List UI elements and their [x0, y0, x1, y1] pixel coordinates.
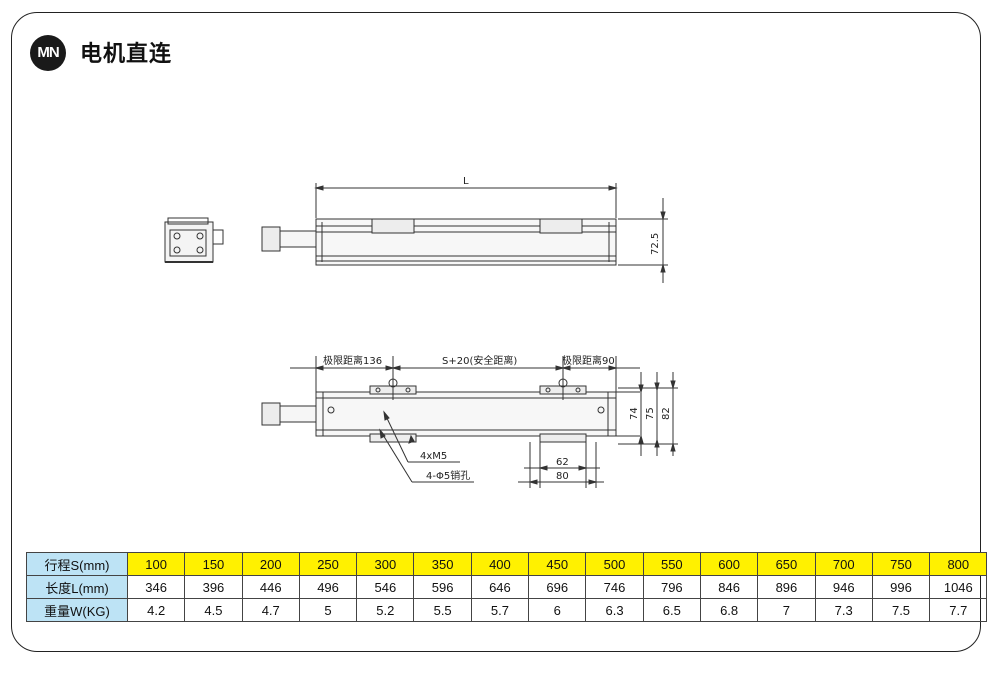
table-cell: 696	[528, 575, 587, 599]
table-cell: 446	[241, 575, 300, 599]
screw-callout-label: 4xM5	[420, 451, 447, 462]
table-row-weight: 重量W(KG) 4.2 4.5 4.7 5 5.2 5.5 5.7 6 6.3 …	[26, 598, 988, 622]
table-cell: 750	[871, 552, 931, 576]
table-cell: 746	[585, 575, 644, 599]
table-cell: 946	[814, 575, 873, 599]
table-cell: 596	[413, 575, 472, 599]
spec-table: 行程S(mm) 100 150 200 250 300 350 400 450 …	[26, 552, 988, 622]
dim-75-label: 75	[645, 407, 656, 420]
limit-left-label: 极限距离136	[323, 354, 382, 367]
table-cell: 896	[757, 575, 816, 599]
table-cell: 650	[757, 552, 816, 576]
table-cell: 500	[585, 552, 644, 576]
table-cell: 6.5	[642, 598, 701, 622]
table-cell: 7.3	[814, 598, 873, 622]
table-cell: 700	[814, 552, 873, 576]
row-header: 重量W(KG)	[26, 598, 128, 622]
table-cell: 5.2	[356, 598, 415, 622]
table-cell: 796	[642, 575, 701, 599]
table-cell: 800	[929, 552, 988, 576]
table-cell: 7.5	[871, 598, 931, 622]
dim-74-label: 74	[629, 407, 640, 420]
table-cell: 396	[184, 575, 243, 599]
table-cell: 5.5	[413, 598, 472, 622]
row-header: 长度L(mm)	[26, 575, 128, 599]
pin-hole-callout-label: 4-Φ5销孔	[426, 469, 470, 482]
table-cell: 200	[241, 552, 300, 576]
table-cell: 600	[699, 552, 759, 576]
table-cell: 996	[871, 575, 931, 599]
table-cell: 346	[126, 575, 186, 599]
dim-80-label: 80	[556, 471, 569, 482]
dim-82-label: 82	[661, 407, 672, 420]
table-cell: 5	[298, 598, 358, 622]
table-cell: 100	[126, 552, 186, 576]
table-cell: 496	[298, 575, 358, 599]
table-cell: 546	[356, 575, 415, 599]
table-cell: 4.5	[184, 598, 243, 622]
table-row-stroke: 行程S(mm) 100 150 200 250 300 350 400 450 …	[26, 552, 988, 576]
table-row-length: 长度L(mm) 346 396 446 496 546 596 646 696 …	[26, 575, 988, 599]
table-cell: 250	[298, 552, 358, 576]
table-cell: 846	[699, 575, 759, 599]
table-cell: 646	[470, 575, 530, 599]
table-cell: 400	[470, 552, 530, 576]
page-title: 电机直连	[80, 42, 173, 67]
top-view	[261, 183, 668, 283]
end-view	[164, 217, 224, 263]
dim-62-label: 62	[556, 457, 569, 468]
page-frame	[11, 12, 981, 652]
table-cell: 150	[184, 552, 243, 576]
row-header: 行程S(mm)	[26, 552, 128, 576]
table-cell: 6.8	[699, 598, 759, 622]
table-cell: 450	[528, 552, 587, 576]
table-cell: 6.3	[585, 598, 644, 622]
table-cell: 4.2	[126, 598, 186, 622]
table-cell: 6	[528, 598, 587, 622]
dim-height-label: 72.5	[650, 233, 661, 255]
table-cell: 550	[642, 552, 701, 576]
table-cell: 300	[356, 552, 415, 576]
limit-right-label: 极限距离90	[562, 354, 615, 367]
table-cell: 7.7	[929, 598, 988, 622]
model-badge: MN	[30, 35, 66, 71]
dim-length-label: L	[463, 176, 469, 187]
table-cell: 4.7	[241, 598, 300, 622]
table-cell: 1046	[929, 575, 988, 599]
table-cell: 7	[757, 598, 816, 622]
table-cell: 5.7	[470, 598, 530, 622]
side-view	[261, 356, 678, 488]
table-cell: 350	[413, 552, 472, 576]
stroke-safety-label: S+20(安全距离)	[442, 354, 517, 367]
